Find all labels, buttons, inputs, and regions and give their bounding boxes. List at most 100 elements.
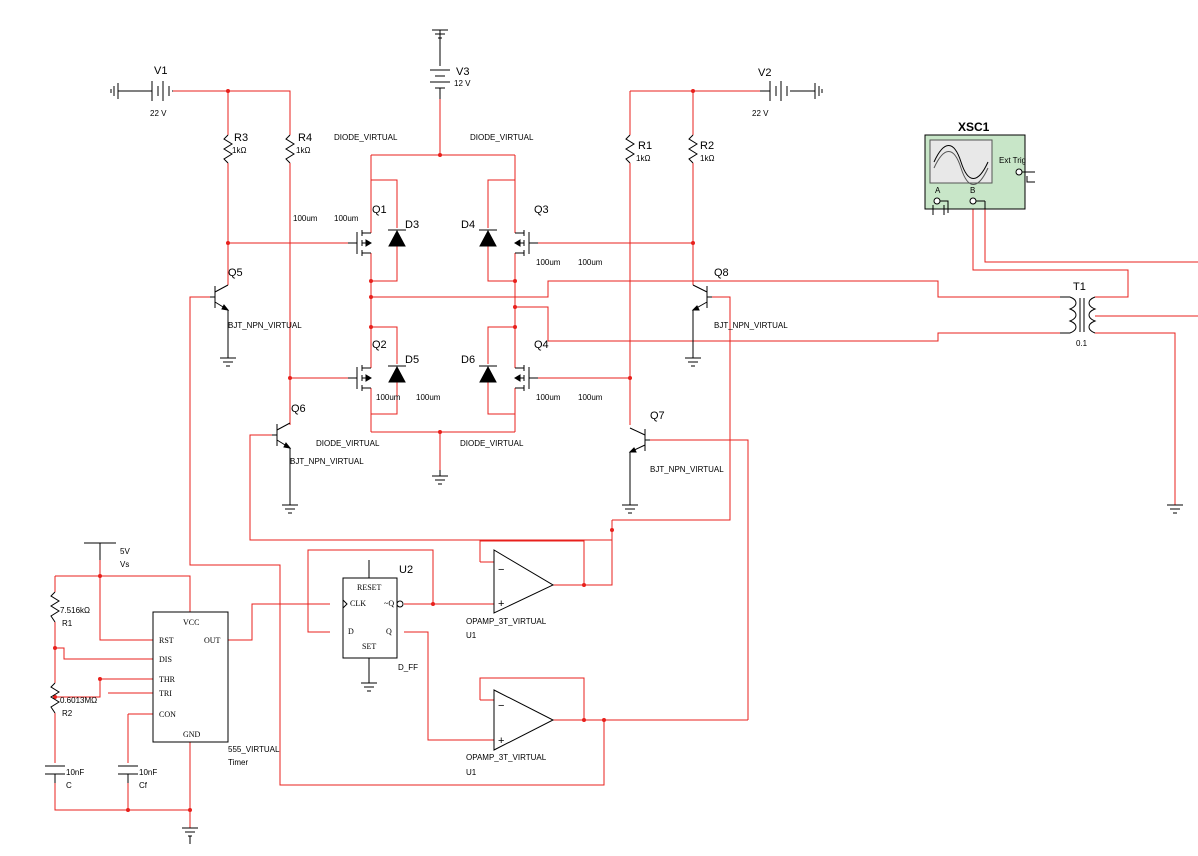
d5-label: D5 [405, 354, 419, 366]
ff-q: Q [386, 627, 392, 636]
r1b-label: R1 [62, 619, 73, 628]
opamp1-minus: − [498, 564, 504, 576]
ch-b-label: B [970, 186, 975, 195]
r3-label: R3 [234, 132, 248, 144]
opamp2-minus: − [498, 700, 504, 712]
r4-value: 1kΩ [296, 146, 310, 155]
resistor-r3: R3 1kΩ [223, 132, 248, 164]
opamp2-model: OPAMP_3T_VIRTUAL [466, 753, 547, 762]
q3-w: 100um [536, 258, 561, 267]
diode-d4: D4 [461, 219, 497, 247]
opamp1-label: U1 [466, 631, 477, 640]
v1-value: 22 V [150, 109, 167, 118]
opamp1-model: OPAMP_3T_VIRTUAL [466, 617, 547, 626]
opamp2-plus: + [498, 735, 504, 747]
q5-model: BJT_NPN_VIRTUAL [228, 321, 302, 330]
resistor-r2: R2 1kΩ [688, 134, 714, 164]
battery-v2: V2 22 V [752, 67, 823, 118]
bjt-q7: Q7 BJT_NPN_VIRTUAL [622, 410, 724, 514]
timer-label: Timer [228, 758, 248, 767]
diode-model-label-4: DIODE_VIRTUAL [460, 439, 524, 448]
v3-label: V3 [456, 66, 469, 78]
t1-value: 0.1 [1076, 339, 1088, 348]
timer-555: VCC RST DIS THR TRI CON GND OUT 555_VIRT… [152, 611, 280, 767]
diode-model-label-3: DIODE_VIRTUAL [316, 439, 380, 448]
q7-model: BJT_NPN_VIRTUAL [650, 465, 724, 474]
q2-label: Q2 [372, 339, 387, 351]
r2b-value: 0.6013MΩ [60, 696, 97, 705]
pin-con: CON [159, 710, 176, 719]
r2b-label: R2 [62, 709, 73, 718]
c-value: 10nF [66, 768, 84, 777]
capacitor-cf: 10nF Cf [118, 765, 157, 790]
t1-label: T1 [1073, 281, 1086, 293]
r1b-value: 7.516kΩ [60, 606, 90, 615]
q4-w: 100um [536, 393, 561, 402]
q5-label: Q5 [228, 267, 243, 279]
cf-label: Cf [139, 781, 148, 790]
v2-label: V2 [758, 67, 771, 79]
q7-label: Q7 [650, 410, 665, 422]
v2-value: 22 V [752, 109, 769, 118]
d4-label: D4 [461, 219, 475, 231]
bjt-q5: Q5 BJT_NPN_VIRTUAL [210, 267, 302, 367]
dff-u2: U2 RESET SET CLK D ~Q Q D_FF [342, 560, 418, 692]
pin-vcc: VCC [183, 618, 199, 627]
q8-label: Q8 [714, 267, 729, 279]
pin-tri: TRI [159, 689, 172, 698]
opamp1-plus: + [498, 598, 504, 610]
u2-label: U2 [399, 564, 413, 576]
opamp2-label: U1 [466, 768, 477, 777]
v3-value: 12 V [454, 79, 471, 88]
pin-thr: THR [159, 675, 176, 684]
ff-d: D [348, 627, 354, 636]
q8-model: BJT_NPN_VIRTUAL [714, 321, 788, 330]
diode-model-label-1: DIODE_VIRTUAL [334, 133, 398, 142]
resistor-r1b: 7.516kΩ R1 [50, 591, 90, 628]
r1-label: R1 [638, 140, 652, 152]
mosfet-q4: Q4 100um 100um [514, 339, 603, 402]
ch-a-label: A [935, 186, 941, 195]
q6-label: Q6 [291, 403, 306, 415]
mosfet-q1: Q1 100um 100um [293, 204, 387, 256]
q3-l: 100um [578, 258, 603, 267]
battery-v1: V1 22 V [110, 65, 173, 118]
transformer-t1: T1 0.1 [1060, 281, 1097, 348]
xsc1-label: XSC1 [958, 120, 990, 134]
r2-label: R2 [700, 140, 714, 152]
diode-d6: D6 [461, 354, 497, 383]
resistor-r2b: 0.6013MΩ R2 [50, 682, 97, 718]
q2-l: 100um [416, 393, 441, 402]
q4-label: Q4 [534, 339, 549, 351]
pin-dis: DIS [159, 655, 172, 664]
q1-label: Q1 [372, 204, 387, 216]
ff-clk: CLK [350, 599, 366, 608]
q4-l: 100um [578, 393, 603, 402]
junction-dots [53, 89, 695, 812]
r2-value: 1kΩ [700, 154, 714, 163]
r3-value: 1kΩ [232, 146, 246, 155]
opamp-u1-top: − + OPAMP_3T_VIRTUAL U1 [466, 549, 555, 640]
vs-label: Vs [120, 560, 129, 569]
ff-set: SET [362, 642, 376, 651]
v1-label: V1 [154, 65, 167, 77]
q2-w: 100um [376, 393, 401, 402]
ground-bridge [432, 470, 448, 485]
oscilloscope-xsc1[interactable]: XSC1 Ext Trig A B [924, 120, 1035, 215]
ground-555 [182, 827, 198, 844]
bjt-q6: Q6 BJT_NPN_VIRTUAL [272, 403, 364, 514]
mosfet-q3: Q3 100um 100um [514, 204, 603, 267]
supply-vs: 5V Vs [84, 542, 130, 569]
r1-value: 1kΩ [636, 154, 650, 163]
bjt-q8: Q8 BJT_NPN_VIRTUAL [685, 267, 788, 367]
pin-rst: RST [159, 636, 174, 645]
d6-label: D6 [461, 354, 475, 366]
resistor-r1: R1 1kΩ [625, 134, 652, 164]
ff-reset: RESET [357, 583, 382, 592]
wires [54, 90, 1198, 828]
ff-qn: ~Q [384, 599, 394, 608]
diode-d5: D5 [388, 354, 419, 383]
q1-l: 100um [334, 214, 359, 223]
battery-v3: V3 12 V [430, 29, 471, 99]
resistor-r4: R4 1kΩ [285, 132, 312, 164]
